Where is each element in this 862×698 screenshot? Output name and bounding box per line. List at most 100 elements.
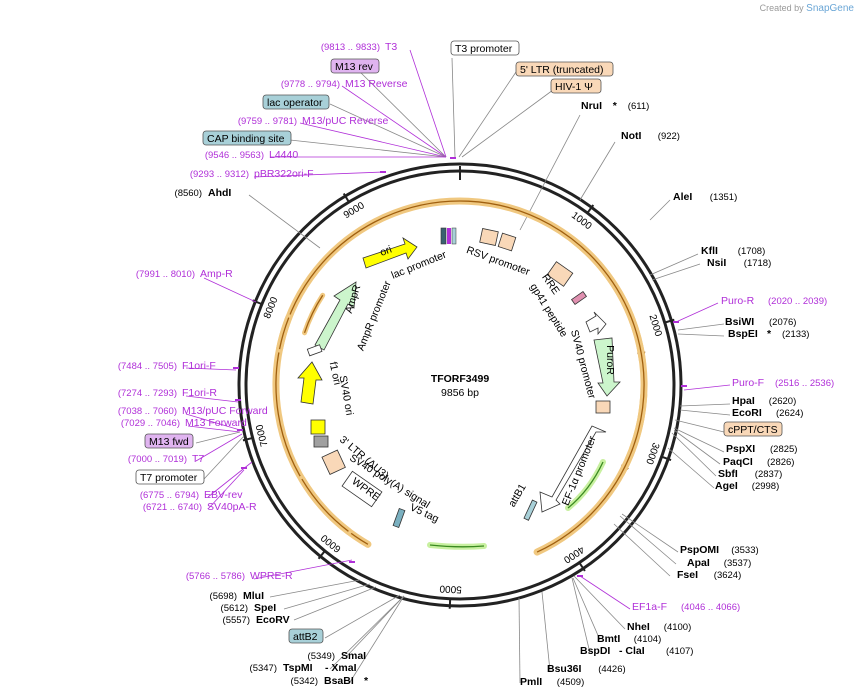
f1orir-leader — [185, 395, 239, 403]
primer-name: Puro-F — [732, 377, 764, 389]
f1-ori-arrow — [297, 361, 323, 405]
primer-range: (7484 .. 7505) — [118, 361, 177, 372]
scale-tick — [586, 204, 595, 214]
primer-name: pBR322ori-F — [254, 168, 314, 180]
primer-name: M13 Forward — [185, 417, 247, 429]
inner-feature-label: SV40 promoter — [568, 329, 598, 401]
nsii-leader — [651, 263, 701, 281]
ori-arrow — [362, 237, 418, 269]
enzyme-position: (5342) — [291, 676, 318, 687]
primer-name: WPRE-R — [250, 570, 293, 582]
enzyme-position: (922) — [658, 131, 680, 142]
orf-arcs — [272, 197, 648, 556]
pbr322-leader — [253, 171, 384, 178]
enzyme-position: (4107) — [666, 646, 693, 657]
enzyme-name: MluI — [243, 590, 264, 602]
pspomi-leader — [621, 513, 679, 553]
enzyme-position: (2826) — [767, 457, 794, 468]
orf-arc-5-line — [278, 317, 290, 350]
enzyme-star: * — [364, 675, 369, 687]
t7-leader — [195, 433, 243, 462]
primer-range: (7991 .. 8010) — [136, 269, 195, 280]
enzyme-position: (611) — [628, 101, 649, 112]
ampr-arrow — [314, 281, 357, 351]
ecori-leader — [679, 409, 731, 416]
primer-name: SV40pA-R — [207, 501, 257, 513]
enzyme-name: Bsu36I — [547, 663, 582, 675]
enzyme-name: PmlI — [520, 676, 542, 688]
bsiwi-leader — [677, 323, 725, 331]
rsv-promoter-box — [479, 228, 499, 246]
ltr5-label: 5' LTR (truncated) — [520, 64, 604, 76]
fsei-leader — [613, 523, 671, 577]
lacop-leader — [329, 103, 447, 158]
nrui-leader — [519, 114, 581, 231]
enzyme-name: SpeI — [254, 602, 276, 614]
enzyme-position: (2998) — [752, 481, 779, 492]
sv40-polya-box — [313, 435, 329, 448]
enzyme-name: BspDI — [580, 645, 610, 657]
cppt-label: cPPT/CTS — [728, 424, 778, 436]
primer-range: (6775 .. 6794) — [140, 490, 199, 501]
sv40-promoter-arrow — [585, 311, 607, 336]
cap-binding-label: CAP binding site — [207, 133, 285, 145]
enzyme-name: NruI — [581, 100, 602, 112]
enzyme-name: BsiWI — [725, 316, 754, 328]
lac-operator-label: lac operator — [267, 97, 323, 109]
primer-name: F1ori-F — [182, 360, 216, 372]
sv40par-leader — [207, 469, 245, 510]
sbfi-leader — [671, 432, 717, 477]
enzyme-position: (3533) — [731, 545, 758, 556]
snapgene-credit: Created by SnapGene — [760, 3, 854, 14]
enzyme-position: (1351) — [710, 192, 737, 203]
enzyme-name: KflI — [701, 245, 718, 257]
attb2-leader — [324, 594, 401, 639]
t3-promoter-label-box — [450, 40, 520, 56]
sv40-ori-box — [310, 419, 326, 435]
gp41-box — [570, 290, 588, 306]
orf-arc-6 — [302, 292, 326, 336]
ecorv-leader — [293, 586, 377, 621]
ltr5-label-box — [515, 61, 614, 77]
primer-range: (9813 .. 9833) — [321, 42, 380, 53]
ltr5-leader — [458, 71, 517, 158]
enzyme-position: (2620) — [769, 396, 796, 407]
hiv-psi-label: HIV-1 Ψ — [555, 81, 593, 93]
attb1-box — [523, 499, 538, 521]
primer-name: EBV-rev — [204, 489, 243, 501]
spei-leader — [283, 583, 371, 610]
primer-range: (2020 .. 2039) — [768, 296, 827, 307]
pspxi-leader — [673, 427, 725, 453]
enzyme-position: (2837) — [755, 469, 782, 480]
enzyme-position: (5557) — [223, 615, 250, 626]
enzyme-name: HpaI — [732, 395, 755, 407]
primer-name: M13/pUC Reverse — [302, 115, 389, 127]
enzyme-position: (4104) — [634, 634, 661, 645]
green-orf-1-line — [429, 544, 485, 548]
primer-site-box — [447, 228, 451, 244]
cap-leader — [289, 139, 447, 158]
scale-tick — [242, 436, 253, 442]
primer-range: (6721 .. 6740) — [143, 502, 202, 513]
m13fwd-leader — [195, 431, 241, 444]
wpre-box — [341, 470, 383, 508]
f1orif-leader — [185, 367, 237, 371]
hiv-leader — [461, 89, 554, 158]
inner-feature-label: 3' LTR (ΔU3) — [337, 434, 391, 482]
primer-range: (7000 .. 7019) — [128, 454, 187, 465]
ef1a-promoter-arrow — [539, 425, 607, 513]
feature-glyphs — [297, 227, 621, 528]
t7-promoter-label: T7 promoter — [140, 472, 198, 484]
enzyme-isoschizomer: - XmaI — [325, 662, 357, 674]
enzyme-position: (5349) — [308, 651, 335, 662]
enzyme-name: SmaI — [341, 650, 366, 662]
v5-tag-box — [392, 508, 406, 528]
primer-name: T7 — [192, 453, 204, 465]
scale-tick — [342, 193, 350, 203]
primer-name: Amp-R — [200, 268, 233, 280]
tspmi-leader — [329, 595, 405, 670]
enzyme-name: NotI — [621, 130, 641, 142]
bspdi-leader — [571, 577, 591, 654]
enzyme-star: * — [767, 328, 772, 340]
enzyme-name: BsaBI — [324, 675, 354, 687]
